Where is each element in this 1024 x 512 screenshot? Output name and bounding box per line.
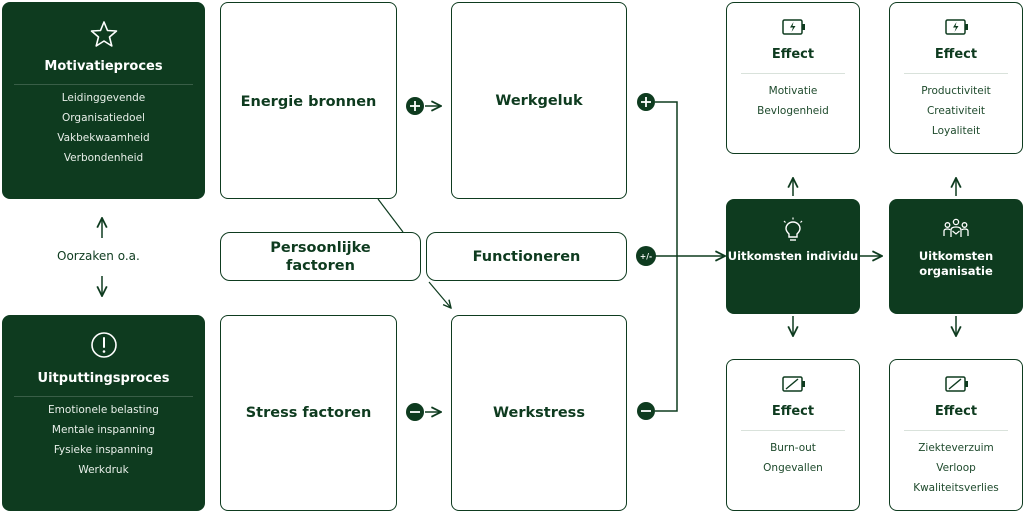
effect-title: Effect (771, 404, 815, 419)
werkgeluk-label: Werkgeluk (495, 92, 583, 109)
effect-organisatie-positief: Effect Productiviteit Creativiteit Loyal… (889, 2, 1023, 154)
motivatieproces-title: Motivatieproces (44, 59, 163, 74)
divider (741, 430, 845, 431)
oorzaken-label: Oorzaken o.a. (57, 249, 140, 263)
functioneren-label: Functioneren (472, 248, 581, 265)
werkstress-box (451, 315, 627, 511)
stress-factoren-box (220, 315, 397, 511)
exclamation-icon (91, 332, 117, 358)
divider (14, 396, 193, 397)
werkgeluk-box (451, 2, 627, 199)
battery-empty-icon (782, 376, 805, 392)
lightbulb-icon (783, 217, 803, 241)
list-item: Creativiteit (926, 105, 986, 117)
plus-circle-icon (406, 97, 424, 115)
list-item: Vakbekwaamheid (57, 132, 150, 144)
list-item: Bevlogenheid (757, 105, 829, 117)
battery-empty-icon (945, 376, 968, 392)
list-item: Burn-out (770, 442, 816, 454)
list-item: Kwaliteitsverlies (913, 482, 999, 494)
effect-individu-negatief: Effect Burn-out Ongevallen (726, 359, 860, 511)
divider (741, 73, 845, 74)
divider (14, 84, 193, 85)
uitkomsten-individu-box: Uitkomsten individu (726, 199, 860, 314)
team-icon (943, 218, 969, 237)
list-item: Ongevallen (763, 462, 823, 474)
list-item: Leidinggevende (61, 92, 146, 104)
stress-factoren-label: Stress factoren (245, 405, 372, 421)
list-item: Motivatie (768, 85, 818, 97)
uitputtingsproces-title: Uitputtingsproces (37, 371, 170, 386)
list-item: Verloop (936, 462, 976, 474)
list-item: Fysieke inspanning (53, 444, 154, 456)
list-item: Emotionele belasting (48, 404, 159, 416)
list-item: Mentale inspanning (51, 424, 156, 436)
list-item: Ziekteverzuim (918, 442, 994, 454)
minus-circle-icon (406, 403, 424, 421)
list-item: Loyaliteit (931, 125, 981, 137)
energie-bronnen-box (220, 2, 397, 199)
uitkomsten-individu-label: Uitkomsten individu (727, 249, 859, 263)
effect-title: Effect (934, 47, 978, 62)
uitputtingsproces-box: Uitputtingsproces Emotionele belasting M… (2, 315, 205, 511)
plus-circle-icon (637, 93, 655, 111)
minus-circle-icon (637, 402, 655, 420)
persoonlijke-factoren-pill: Persoonlijke factoren (220, 232, 421, 281)
arrow-energie-werkstress (377, 198, 404, 233)
divider (904, 73, 1008, 74)
list-item: Verbondenheid (63, 152, 144, 164)
list-item: Werkdruk (78, 464, 129, 476)
effect-organisatie-negatief: Effect Ziekteverzuim Verloop Kwaliteitsv… (889, 359, 1023, 511)
functioneren-pill: Functioneren (426, 232, 627, 281)
motivatieproces-box: Motivatieproces Leidinggevende Organisat… (2, 2, 205, 199)
list-item: Organisatiedoel (62, 112, 145, 124)
uitkomsten-organisatie-label: Uitkomsten organisatie (918, 249, 994, 278)
energie-bronnen-label: Energie bronnen (240, 94, 377, 110)
star-icon (90, 21, 118, 47)
effect-individu-positief: Effect Motivatie Bevlogenheid (726, 2, 860, 154)
line-werkgeluk (655, 101, 678, 256)
battery-charging-icon (782, 19, 805, 35)
werkstress-label: Werkstress (493, 405, 585, 421)
list-item: Productiviteit (921, 85, 991, 97)
uitkomsten-organisatie-box: Uitkomsten organisatie (889, 199, 1023, 314)
plus-minus-circle: +/- (636, 246, 656, 266)
battery-charging-icon (945, 19, 968, 35)
line-werkstress (655, 256, 678, 412)
divider (904, 430, 1008, 431)
effect-title: Effect (934, 404, 978, 419)
persoonlijke-factoren-label: Persoonlijke factoren (270, 239, 371, 274)
effect-title: Effect (771, 47, 815, 62)
